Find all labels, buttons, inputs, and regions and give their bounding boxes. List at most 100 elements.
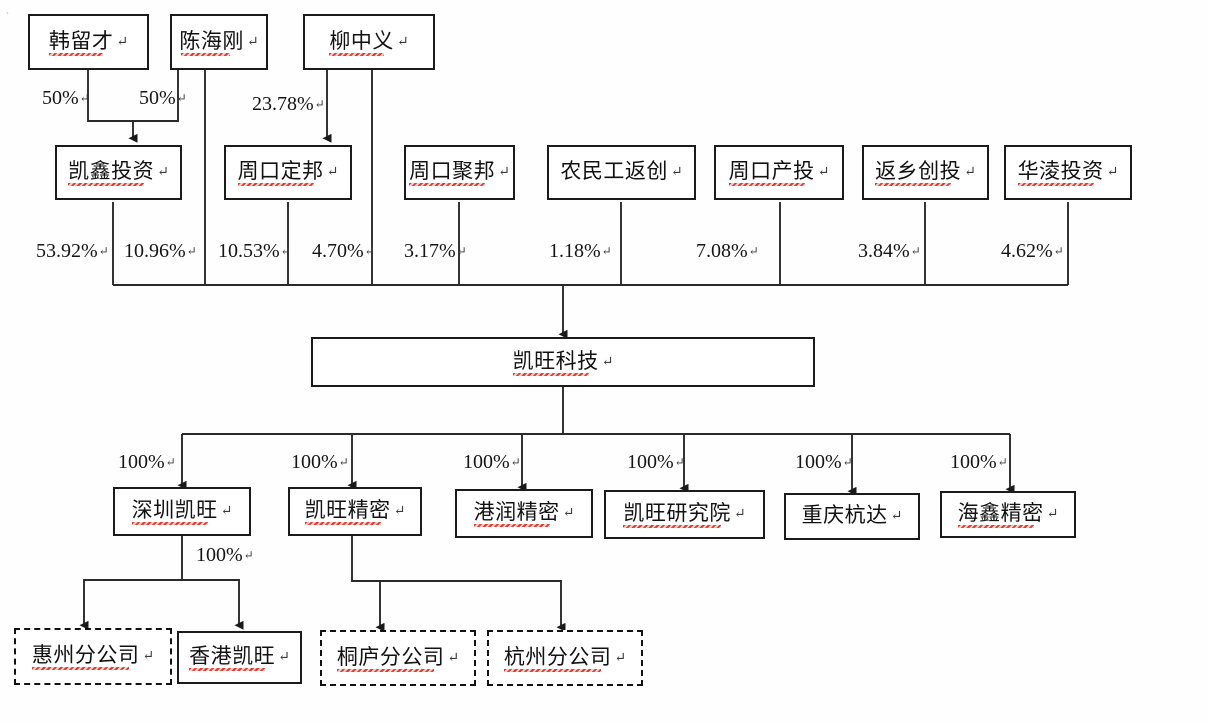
pilcrow-mark: ↵ [314, 97, 325, 111]
pilcrow-mark: ↵ [79, 91, 90, 105]
pilcrow-mark: ↵ [498, 165, 510, 180]
pct-jubang-to-core: 3.17%↵ [404, 240, 467, 262]
pilcrow-mark: ↵ [456, 244, 467, 258]
pilcrow-mark: ↵ [890, 509, 903, 524]
node-nongmingong-fanchuang[interactable]: 农民工返创 ↵ [547, 145, 696, 200]
pct-han-to-kaixin: 50%↵ [42, 87, 90, 109]
pilcrow-mark: ↵ [910, 244, 921, 258]
pilcrow-mark: ↵ [562, 506, 575, 521]
node-label: 柳中义 [329, 28, 394, 56]
pct-core-to-hangda: 100%↵ [795, 451, 853, 473]
pct-fanxiang-to-core: 3.84%↵ [858, 240, 921, 262]
pilcrow-mark: ↵ [601, 244, 612, 258]
node-haixin-jingmi[interactable]: 海鑫精密 ↵ [940, 491, 1076, 538]
pilcrow-mark: ↵ [98, 244, 109, 258]
pilcrow-mark: ↵ [326, 165, 339, 180]
pilcrow-mark: ↵ [364, 244, 375, 258]
node-label: 华淩投资 [1017, 159, 1104, 186]
pilcrow-mark: ↵ [176, 91, 187, 105]
pct-chen-to-kaixin: 50%↵ [139, 87, 187, 109]
pct-hualing-to-core: 4.62%↵ [1001, 240, 1064, 262]
pct-core-to-jingmi: 100%↵ [291, 451, 349, 473]
pct-chen-to-core: 10.96%↵ [124, 240, 197, 262]
pct-dingbang-to-core: 10.53%↵ [218, 240, 291, 262]
node-label: 凯旺科技 [512, 348, 599, 376]
pilcrow-mark: ↵ [280, 244, 291, 258]
pilcrow-mark: ↵ [447, 650, 460, 666]
pct-liu-to-dingbang: 23.78%↵ [252, 93, 325, 115]
node-label: 周口聚邦 [409, 159, 496, 186]
pilcrow-mark: ↵ [220, 504, 233, 519]
pilcrow-mark: ↵ [748, 244, 759, 258]
node-label: 凯旺研究院 [623, 501, 731, 528]
node-zhoukou-dingbang[interactable]: 周口定邦 ↵ [224, 145, 352, 200]
node-kaiwang-yanjiuyuan[interactable]: 凯旺研究院 ↵ [604, 490, 765, 539]
node-kaixin-touzi[interactable]: 凯鑫投资 ↵ [55, 145, 182, 200]
pilcrow-mark: ↵ [842, 455, 853, 469]
pilcrow-mark: ↵ [116, 34, 129, 50]
node-ganrun-jingmi[interactable]: 港润精密 ↵ [455, 489, 593, 538]
node-hangzhou-fengongsi[interactable]: 杭州分公司 ↵ [487, 630, 643, 686]
node-liu-zhong-yi[interactable]: 柳中义 ↵ [303, 14, 435, 70]
pct-core-to-ganrun: 100%↵ [463, 451, 521, 473]
edge-jingmi-to-tonglu [351, 536, 385, 632]
node-label: 凯旺精密 [304, 498, 391, 525]
node-hualing-touzi[interactable]: 华淩投资 ↵ [1004, 145, 1132, 200]
node-label: 农民工返创 [560, 159, 668, 183]
pilcrow-mark: ↵ [157, 165, 169, 180]
pilcrow-mark: ↵ [510, 455, 521, 469]
pilcrow-mark: ↵ [601, 354, 614, 370]
node-zhoukou-chantou[interactable]: 周口产投 ↵ [714, 145, 844, 200]
node-shenzhen-kaiwang[interactable]: 深圳凯旺 ↵ [113, 487, 251, 536]
node-chongqing-hangda[interactable]: 重庆杭达 ↵ [784, 493, 920, 540]
pilcrow-mark: ↵ [670, 165, 683, 180]
pilcrow-mark: ↵ [246, 34, 259, 50]
pct-core-to-shenzhen: 100%↵ [118, 451, 176, 473]
node-label: 韩留才 [48, 28, 114, 56]
node-label: 返乡创投 [875, 159, 962, 186]
pilcrow-mark: ↵ [243, 548, 254, 562]
node-label: 桐庐分公司 [336, 644, 445, 672]
node-zhoukou-jubang[interactable]: 周口聚邦 ↵ [404, 145, 515, 200]
edge-shenzhen-to-huizhou [79, 536, 183, 630]
edge-jingmi-to-hangzhou [352, 580, 566, 632]
pilcrow-mark: ↵ [393, 504, 406, 519]
pct-kaixin-to-core: 53.92%↵ [36, 240, 109, 262]
node-huizhou-fengongsi[interactable]: 惠州分公司 ↵ [14, 628, 172, 685]
node-label: 凯鑫投资 [68, 159, 155, 186]
node-chen-hai-gang[interactable]: 陈海刚 ↵ [170, 14, 268, 70]
node-kaiwang-jingmi[interactable]: 凯旺精密 ↵ [288, 487, 422, 536]
pct-nongmingong-to-core: 1.18%↵ [549, 240, 612, 262]
node-kaiwang-keji[interactable]: 凯旺科技 ↵ [311, 337, 815, 387]
pilcrow-mark: ↵ [733, 507, 746, 522]
pilcrow-mark: ↵ [817, 165, 830, 180]
pilcrow-mark: ↵ [1106, 165, 1119, 180]
pilcrow-mark: ↵ [1053, 244, 1064, 258]
node-fanxiang-chuangtou[interactable]: 返乡创投 ↵ [862, 145, 989, 200]
node-tonglu-fengongsi[interactable]: 桐庐分公司 ↵ [320, 630, 476, 686]
pct-liu-to-core: 4.70%↵ [312, 240, 375, 262]
node-han-liu-cai[interactable]: 韩留才 ↵ [28, 14, 149, 70]
pct-chantou-to-core: 7.08%↵ [696, 240, 759, 262]
pct-core-to-yanjiuyuan: 100%↵ [627, 451, 685, 473]
node-label: 陈海刚 [179, 28, 244, 56]
pilcrow-mark: ↵ [165, 455, 176, 469]
edge-shenzhen-to-hongkong [182, 579, 244, 630]
pct-shenzhen-to-branches: 100%↵ [196, 544, 254, 566]
node-label: 杭州分公司 [503, 644, 612, 672]
scan-artifact: ˏ [6, 4, 9, 14]
pilcrow-mark: ↵ [674, 455, 685, 469]
pilcrow-mark: ↵ [142, 649, 155, 664]
pilcrow-mark: ↵ [964, 165, 976, 180]
node-label: 港润精密 [473, 500, 560, 527]
pilcrow-mark: ↵ [396, 34, 409, 50]
node-xianggang-kaiwang[interactable]: 香港凯旺 ↵ [177, 631, 302, 684]
node-label: 周口产投 [728, 159, 815, 186]
node-label: 海鑫精密 [957, 501, 1044, 528]
node-label: 周口定邦 [237, 159, 324, 186]
pilcrow-mark: ↵ [1046, 507, 1059, 522]
node-label: 香港凯旺 [189, 644, 276, 671]
pilcrow-mark: ↵ [614, 650, 627, 666]
pilcrow-mark: ↵ [997, 455, 1008, 469]
